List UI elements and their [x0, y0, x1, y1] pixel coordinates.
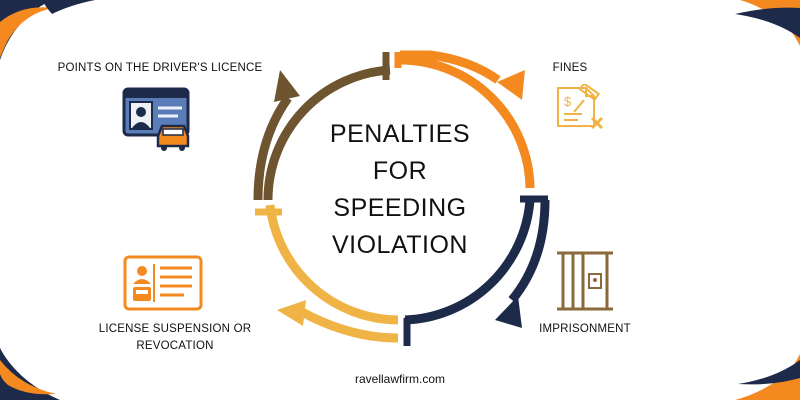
jail-cell-icon: [557, 251, 613, 311]
corner-swoosh-bottom-right-navy: [738, 360, 800, 385]
cycle-arrow-navy-outer: [508, 199, 550, 303]
item-label-points: POINTS ON THE DRIVER'S LICENCE: [57, 62, 263, 74]
cycle-arrow-olive-outer: [253, 95, 292, 201]
cycle-arrow-gold-outer: [299, 308, 399, 343]
corner-swoosh-top-right-navy: [735, 7, 800, 38]
center-title-line-2: FOR: [372, 157, 428, 185]
cycle-arrow-orange: [399, 55, 535, 189]
corner-swoosh-top-left-orange: [0, 7, 55, 58]
item-label-fines: FINES: [552, 62, 588, 74]
cycle-arrow-navy: [404, 199, 535, 325]
item-label-suspension-line-2: REVOCATION: [136, 340, 214, 352]
item-label-imprisonment: IMPRISONMENT: [539, 323, 631, 335]
center-title: PENALTIES FOR SPEEDING VIOLATION: [300, 116, 500, 264]
item-label-suspension-line-1: LICENSE SUSPENSION OR: [98, 323, 252, 335]
center-title-line-1: PENALTIES: [329, 120, 471, 148]
cycle-arrow-gold: [265, 204, 399, 325]
cycle-arrowhead-gold: [277, 300, 306, 326]
corner-swoosh-top-left-navy-2: [42, 0, 95, 14]
cycle-arrowhead-olive: [274, 70, 300, 102]
cycle-arrow-orange-outer: [400, 50, 501, 84]
cycle-arrowhead-orange: [497, 70, 525, 100]
corner-swoosh-bottom-left-orange: [0, 360, 56, 395]
cycle-arrowhead-navy: [495, 296, 522, 328]
driver-license-car-icon: [122, 87, 190, 151]
license-card-icon: [123, 255, 203, 311]
cycle-arrow-olive: [263, 65, 391, 201]
item-label-suspension: LICENSE SUSPENSION OR REVOCATION: [95, 321, 255, 355]
center-title-line-4: VIOLATION: [331, 231, 468, 259]
corner-swoosh-bottom-right-orange: [735, 354, 800, 400]
footer-website: ravellawfirm.com: [354, 372, 445, 386]
svg-text:$: $: [564, 94, 572, 109]
center-title-line-3: SPEEDING: [333, 194, 467, 222]
fine-document-gavel-icon: $: [557, 84, 604, 130]
